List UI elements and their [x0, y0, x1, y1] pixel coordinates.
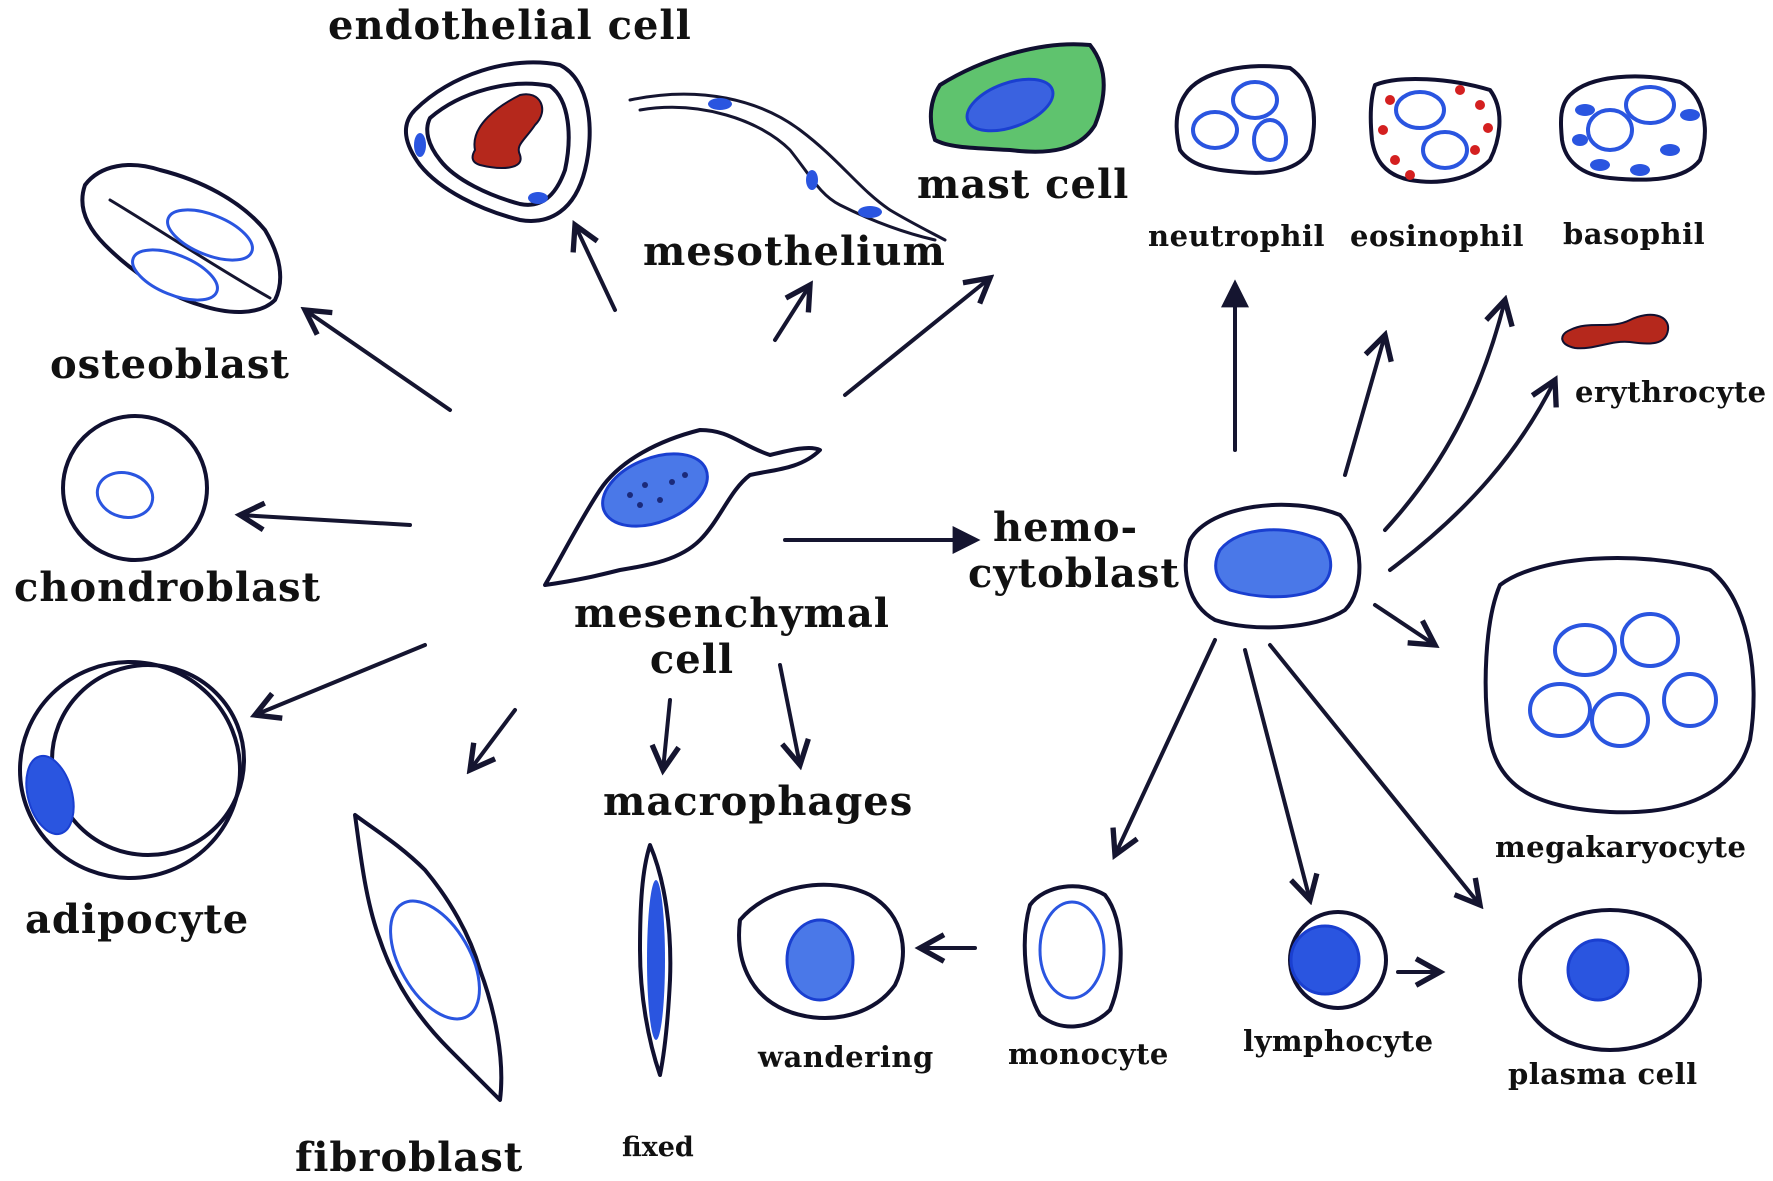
arrow-to-mast: [845, 278, 990, 395]
arrow-to-wandering: [780, 665, 800, 765]
neutrophil-cell: [1177, 66, 1314, 173]
mast-cell: [931, 44, 1104, 152]
eosinophil-cell: [1371, 79, 1500, 182]
label-hemocytoblast-line2: cytoblast: [968, 554, 1180, 594]
label-erythrocyte: erythrocyte: [1575, 378, 1767, 407]
lineage-arrows: [240, 225, 1555, 972]
label-fixed: fixed: [622, 1134, 694, 1161]
label-osteoblast: osteoblast: [50, 345, 290, 385]
mesenchymal-cell: [545, 430, 820, 585]
label-eosinophil: eosinophil: [1350, 222, 1524, 251]
mesothelium-cells: [630, 94, 945, 240]
hemocytoblast-cell: [1186, 505, 1360, 628]
basophil-cell: [1561, 76, 1705, 179]
osteoblast-cell: [82, 165, 280, 312]
label-lymphocyte: lymphocyte: [1243, 1027, 1434, 1056]
arrow-to-adipocyte: [255, 645, 425, 715]
wandering-macrophage-cell: [739, 885, 903, 1018]
arrow-to-osteoblast: [305, 310, 450, 410]
label-mesenchymal-line1: mesenchymal: [572, 594, 892, 634]
label-plasma-cell: plasma cell: [1508, 1060, 1698, 1089]
label-mesothelium: mesothelium: [643, 232, 946, 272]
plasma-cell: [1520, 910, 1700, 1050]
arrow-to-endothelial: [575, 225, 615, 310]
label-endothelial-cell: endothelial cell: [328, 6, 692, 46]
arrow-to-chondroblast: [240, 515, 410, 525]
megakaryocyte-cell: [1486, 558, 1754, 812]
label-adipocyte: adipocyte: [25, 900, 249, 940]
chondroblast-cell: [63, 416, 207, 560]
fibroblast-cell: [355, 815, 501, 1100]
label-wandering: wandering: [758, 1043, 934, 1072]
arrow-to-eosinophil: [1345, 335, 1385, 475]
label-basophil: basophil: [1563, 220, 1705, 249]
arrow-to-mesothelium: [775, 285, 810, 340]
monocyte-cell: [1025, 886, 1121, 1026]
lymphocyte-cell: [1290, 912, 1386, 1008]
label-neutrophil: neutrophil: [1148, 222, 1325, 251]
arrow-to-monocyte: [1115, 640, 1215, 855]
label-fibroblast: fibroblast: [295, 1138, 523, 1178]
arrow-to-lymphocyte: [1245, 650, 1310, 900]
label-chondroblast: chondroblast: [14, 568, 321, 608]
endothelial-cell: [406, 62, 590, 221]
arrow-to-erythrocyte: [1390, 380, 1555, 570]
arrow-to-fibroblast: [470, 710, 515, 770]
erythrocyte-cell: [1562, 315, 1668, 348]
label-mesenchymal-line2: cell: [572, 640, 812, 680]
adipocyte-cell: [18, 662, 244, 878]
label-monocyte: monocyte: [1008, 1040, 1169, 1069]
label-megakaryocyte: megakaryocyte: [1495, 833, 1746, 862]
arrow-to-fixed: [663, 700, 670, 770]
fixed-macrophage-cell: [640, 845, 670, 1075]
arrow-to-basophil: [1385, 300, 1505, 530]
label-mast-cell: mast cell: [917, 165, 1129, 205]
label-macrophages: macrophages: [603, 782, 913, 822]
arrow-to-megakaryocyte: [1375, 605, 1435, 645]
label-hemocytoblast-line1: hemo-: [993, 508, 1138, 548]
